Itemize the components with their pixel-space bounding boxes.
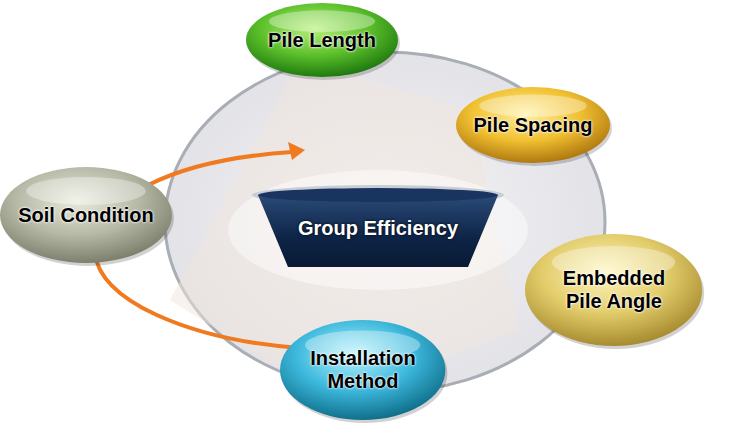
node-label: Embedded Pile Angle bbox=[544, 267, 684, 313]
text-holder: Installation Method bbox=[278, 318, 447, 422]
text-holder: Soil Condition bbox=[0, 165, 174, 265]
factor-ellipse: Soil Condition bbox=[0, 165, 174, 265]
node-label: Pile Length bbox=[247, 29, 397, 52]
node-label: Group Efficiency bbox=[268, 217, 488, 240]
text-holder: Group Efficiency bbox=[258, 189, 498, 267]
factor-ellipse: Pile Length bbox=[244, 1, 400, 79]
center-basin: Group Efficiency bbox=[258, 189, 498, 267]
factor-ellipse: Embedded Pile Angle bbox=[523, 232, 704, 348]
node-label: Installation Method bbox=[298, 347, 428, 393]
text-holder: Pile Spacing bbox=[454, 85, 612, 165]
factor-ellipse: Pile Spacing bbox=[454, 85, 612, 165]
factor-ellipse: Installation Method bbox=[278, 318, 447, 422]
text-holder: Pile Length bbox=[244, 1, 400, 79]
node-label: Pile Spacing bbox=[458, 114, 608, 137]
node-label: Soil Condition bbox=[6, 204, 166, 227]
text-holder: Embedded Pile Angle bbox=[523, 232, 704, 348]
